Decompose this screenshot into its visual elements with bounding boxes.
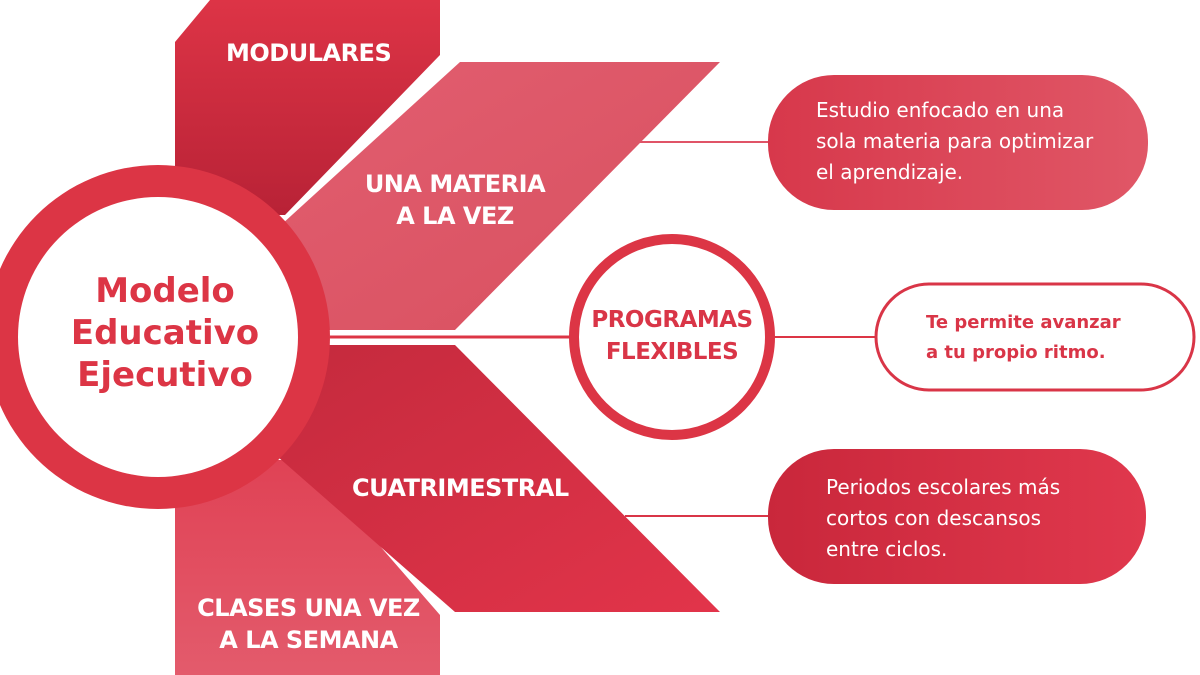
una-materia-label: UNA MATERIA A LA VEZ: [360, 168, 550, 232]
clases-label-line: CLASES UNA VEZ: [197, 594, 420, 622]
clases-block: [175, 460, 440, 675]
periodos-pill-line: entre ciclos.: [826, 537, 948, 561]
modulares-label: MODULARES: [226, 38, 392, 68]
center-title-line: Educativo: [70, 313, 260, 353]
estudio-pill-line: el aprendizaje.: [816, 160, 964, 184]
cuatrimestral-block: [270, 345, 720, 612]
estudio-pill-line: Estudio enfocado en una: [816, 98, 1065, 122]
ritmo-pill-text: Te permite avanzar a tu propio ritmo.: [926, 308, 1121, 368]
estudio-pill-line: sola materia para optimizar: [816, 129, 1094, 153]
estudio-pill-text: Estudio enfocado en una sola materia par…: [816, 95, 1093, 188]
programas-label-line: FLEXIBLES: [605, 339, 739, 365]
una-materia-label-line: UNA MATERIA: [364, 170, 546, 198]
estudio-pill-shape: [768, 75, 1148, 210]
clases-label: CLASES UNA VEZ A LA SEMANA: [196, 592, 421, 656]
periodos-pill-text: Periodos escolares más cortos con descan…: [826, 472, 1060, 565]
ritmo-pill-line: Te permite avanzar: [926, 312, 1121, 333]
cuatrimestral-label-line: CUATRIMESTRAL: [352, 474, 569, 502]
modulares-block: [175, 0, 440, 215]
periodos-pill-shape: [768, 449, 1146, 584]
cuatrimestral-label: CUATRIMESTRAL: [352, 473, 569, 503]
una-materia-block: [270, 62, 720, 330]
center-circle-fill: [18, 197, 298, 477]
clases-label-line: A LA SEMANA: [219, 626, 398, 654]
center-title: Modelo Educativo Ejecutivo: [40, 270, 290, 396]
periodos-pill-line: cortos con descansos: [826, 506, 1041, 530]
ritmo-pill-line: a tu propio ritmo.: [926, 342, 1106, 363]
modulares-label-line: MODULARES: [226, 39, 392, 67]
periodos-pill-line: Periodos escolares más: [826, 475, 1061, 499]
center-title-line: Ejecutivo: [77, 355, 253, 395]
programas-label: PROGRAMAS FLEXIBLES: [574, 304, 770, 368]
center-title-line: Modelo: [95, 271, 235, 311]
programas-label-line: PROGRAMAS: [591, 307, 753, 333]
ritmo-pill-shape: [874, 282, 1196, 392]
una-materia-label-line: A LA VEZ: [396, 202, 514, 230]
programas-ring: [569, 234, 775, 440]
